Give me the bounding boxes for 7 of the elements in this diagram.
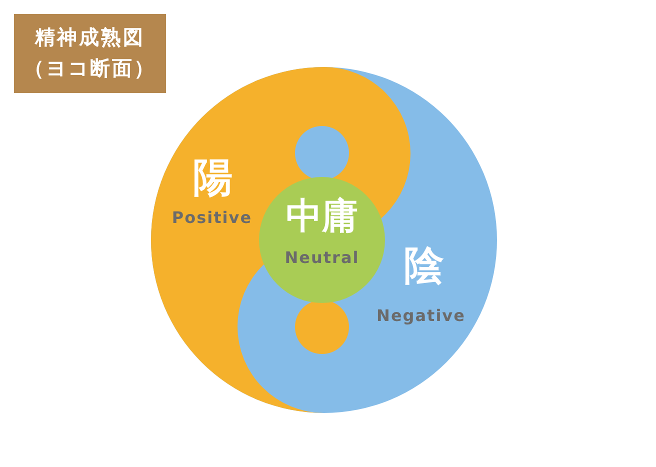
- region-label: Negative: [376, 308, 466, 324]
- title-box: 精神成熟図（ヨコ断面）: [14, 14, 166, 93]
- region-heading: 中庸: [286, 199, 358, 235]
- region-heading: 陽: [193, 158, 233, 198]
- region-heading: 陰: [404, 246, 444, 286]
- region-label: Positive: [172, 210, 252, 226]
- region-label: Neutral: [284, 250, 360, 266]
